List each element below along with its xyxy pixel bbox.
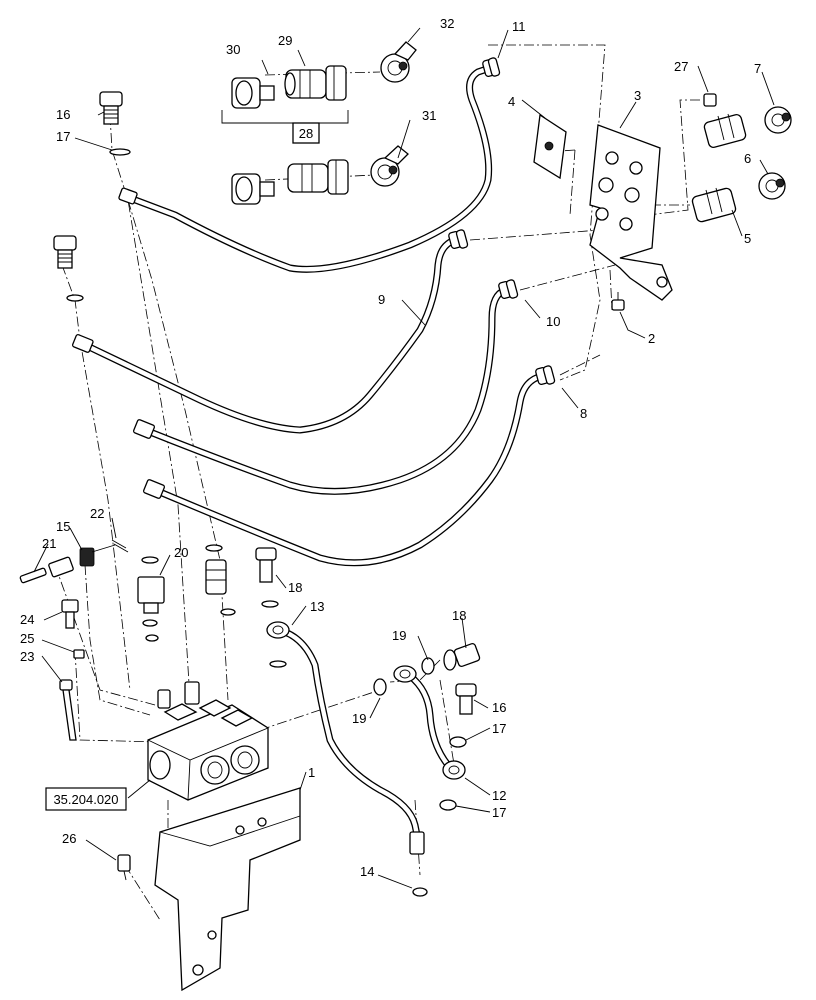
bolt-24 xyxy=(61,599,79,629)
callout-22: 22 xyxy=(90,506,104,521)
tube-9 xyxy=(81,236,459,434)
leader-lines xyxy=(33,27,775,889)
nut-25 xyxy=(73,649,85,659)
callout-14: 14 xyxy=(360,864,374,879)
banjo-bolt-18-left xyxy=(255,547,287,668)
washer-19-right xyxy=(421,657,435,675)
callout-23: 23 xyxy=(20,649,34,664)
coupler-adapter-lower xyxy=(231,173,275,205)
banjo-bolt-16-bottom xyxy=(455,683,477,715)
hydraulic-tubes xyxy=(81,64,546,844)
callout-24: 24 xyxy=(20,612,34,627)
fitting-26 xyxy=(117,854,131,881)
washer-17-bottom xyxy=(439,799,457,811)
spring-22 xyxy=(111,539,129,553)
callout-18-left: 18 xyxy=(288,580,302,595)
banjo-bolt-16-top xyxy=(99,91,123,125)
tube-10 xyxy=(141,286,509,495)
callout-17-mid: 17 xyxy=(492,721,506,736)
plate-4 xyxy=(533,113,567,180)
washer-upper xyxy=(66,294,84,302)
callout-13: 13 xyxy=(310,599,324,614)
valve-bracket-1 xyxy=(154,787,301,992)
control-valve xyxy=(147,681,269,801)
callout-1: 1 xyxy=(308,765,315,780)
callout-15: 15 xyxy=(56,519,70,534)
coupler-29 xyxy=(284,65,347,101)
washer-17-mid xyxy=(449,736,467,748)
washer-17-top xyxy=(109,148,131,156)
screw-2 xyxy=(611,292,625,311)
callout-5: 5 xyxy=(744,231,751,246)
callout-8: 8 xyxy=(580,406,587,421)
callout-4: 4 xyxy=(508,94,515,109)
kit-label-box xyxy=(292,122,320,144)
callout-25: 25 xyxy=(20,631,34,646)
fitting-center xyxy=(205,544,236,616)
callout-32: 32 xyxy=(440,16,454,31)
callout-16-top: 16 xyxy=(56,107,70,122)
coupler-kit-28 xyxy=(221,41,417,205)
callout-31: 31 xyxy=(422,108,436,123)
callout-2: 2 xyxy=(648,331,655,346)
coupler-lower xyxy=(287,159,349,195)
banjo-bolt-18-right xyxy=(443,642,481,671)
adapter-20 xyxy=(137,556,165,642)
pin-21 xyxy=(19,567,47,584)
washer-14 xyxy=(412,887,428,897)
callout-6: 6 xyxy=(744,151,751,166)
coupler-right-upper xyxy=(703,113,747,149)
mounting-plate-3 xyxy=(589,124,673,301)
callout-10: 10 xyxy=(546,314,560,329)
washer-19-left xyxy=(373,678,387,696)
bolt-23 xyxy=(59,679,77,741)
callout-26: 26 xyxy=(62,831,76,846)
callout-11: 11 xyxy=(512,19,526,34)
callout-29: 29 xyxy=(278,33,292,48)
tube-end-fittings xyxy=(71,57,556,855)
callout-numbers: 1 2 3 4 5 6 7 8 9 10 11 12 13 14 15 16 1… xyxy=(20,16,761,879)
dust-cap-7 xyxy=(764,106,792,134)
dust-cap-6 xyxy=(758,172,786,200)
callout-3: 3 xyxy=(634,88,641,103)
switch-15 xyxy=(48,544,116,578)
callout-19-right: 19 xyxy=(392,628,406,643)
dust-cap-32 xyxy=(380,41,417,83)
kit-label: 28 xyxy=(299,126,313,141)
reference-label: 35.204.020 xyxy=(53,792,118,807)
reference-label-box xyxy=(45,787,127,811)
callout-16-bottom: 16 xyxy=(492,700,506,715)
callout-7: 7 xyxy=(754,61,761,76)
coupler-5 xyxy=(691,187,737,223)
callout-20: 20 xyxy=(174,545,188,560)
callout-17-bottom: 17 xyxy=(492,805,506,820)
callout-9: 9 xyxy=(378,292,385,307)
callout-30: 30 xyxy=(226,42,240,57)
coupler-adapter-30 xyxy=(231,77,275,109)
screw-27 xyxy=(703,93,717,107)
kit-bracket xyxy=(221,110,349,124)
callout-21: 21 xyxy=(42,536,56,551)
tube-13 xyxy=(281,628,422,844)
callout-12: 12 xyxy=(492,788,506,803)
callout-18-right: 18 xyxy=(452,608,466,623)
dust-cap-31 xyxy=(370,145,409,187)
callout-27: 27 xyxy=(674,59,688,74)
callout-19-left: 19 xyxy=(352,711,366,726)
banjo-bolt-upper xyxy=(53,235,77,269)
callout-17-top: 17 xyxy=(56,129,70,144)
